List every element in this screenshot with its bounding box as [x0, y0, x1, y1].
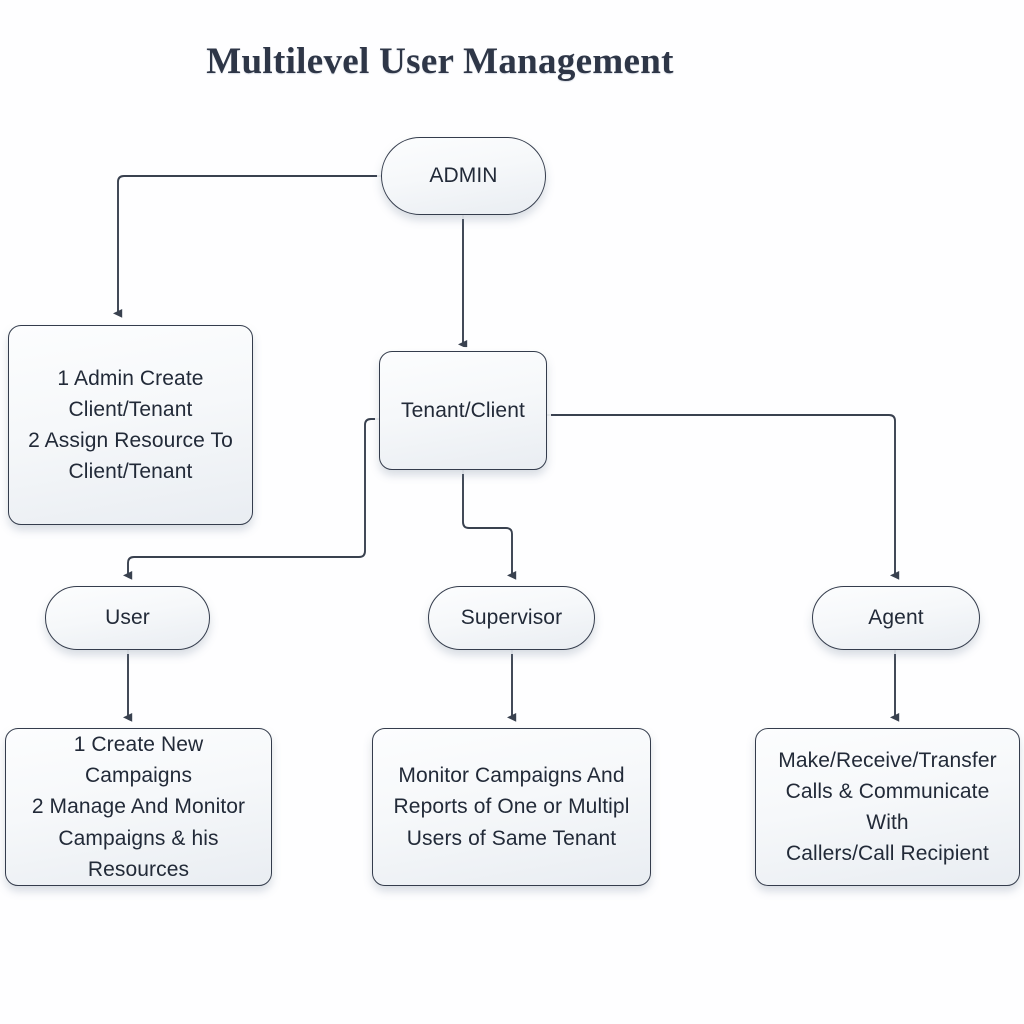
edge-admin-to-admin-desc [113, 175, 381, 318]
node-admin-description-label: 1 Admin Create Client/Tenant 2 Assign Re… [28, 366, 233, 484]
node-supervisor-description[interactable]: Monitor Campaigns And Reports of One or … [372, 728, 651, 886]
edge-tenant-to-agent [547, 414, 900, 580]
node-supervisor[interactable]: Supervisor [428, 586, 595, 650]
node-admin[interactable]: ADMIN [381, 137, 546, 215]
node-agent[interactable]: Agent [812, 586, 980, 650]
page-title: Multilevel User Management [206, 41, 674, 82]
edge-tenant-to-supervisor [462, 470, 517, 580]
node-admin-description[interactable]: 1 Admin Create Client/Tenant 2 Assign Re… [8, 325, 253, 525]
node-supervisor-description-label: Monitor Campaigns And Reports of One or … [393, 764, 630, 850]
node-user-description-label: 1 Create New Campaigns 2 Manage And Moni… [31, 733, 246, 881]
node-tenant-client[interactable]: Tenant/Client [379, 351, 547, 470]
node-user-label: User [105, 606, 150, 630]
node-supervisor-label: Supervisor [460, 606, 563, 630]
node-agent-description[interactable]: Make/Receive/Transfer Calls & Communicat… [755, 728, 1020, 886]
node-user-description[interactable]: 1 Create New Campaigns 2 Manage And Moni… [5, 728, 272, 886]
node-tenant-client-label: Tenant/Client [401, 398, 525, 422]
node-user[interactable]: User [45, 586, 210, 650]
node-agent-label: Agent [868, 606, 924, 630]
node-agent-description-label: Make/Receive/Transfer Calls & Communicat… [778, 748, 997, 866]
node-admin-label: ADMIN [429, 164, 498, 188]
